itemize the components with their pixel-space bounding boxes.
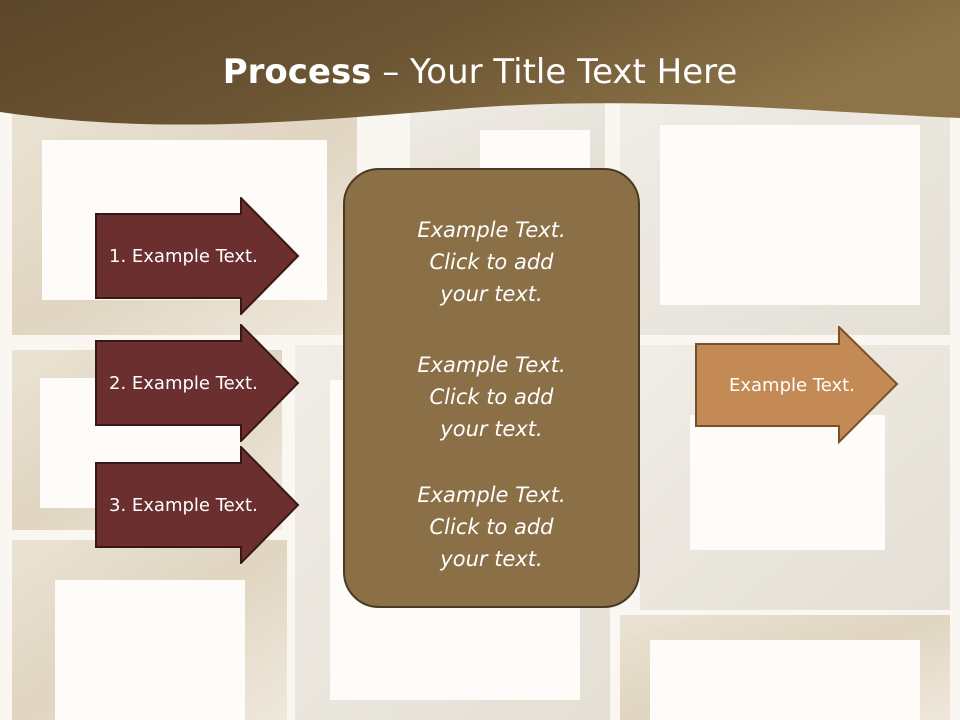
center-item-line: Click to add — [429, 515, 554, 539]
center-item-2: Example Text. Click to add your text. — [345, 349, 638, 445]
center-item-line: your text. — [440, 547, 543, 571]
center-item-line: Example Text. — [417, 218, 566, 242]
arrow-shape — [95, 446, 300, 564]
center-process-box: Example Text. Click to add your text. Ex… — [343, 168, 640, 608]
center-item-line: Click to add — [429, 250, 554, 274]
step-label: 3. Example Text. — [109, 494, 258, 516]
arrow-shape — [695, 326, 899, 444]
title-rest: – Your Title Text Here — [371, 52, 738, 92]
arrow-shape — [95, 324, 300, 442]
title-band — [0, 0, 960, 125]
center-item-3: Example Text. Click to add your text. — [345, 479, 638, 575]
center-item-line: your text. — [440, 282, 543, 306]
slide-title: Process – Your Title Text Here — [0, 52, 960, 92]
step-arrow-1: 1. Example Text. — [95, 197, 300, 315]
center-item-line: Example Text. — [417, 353, 566, 377]
result-label: Example Text. — [729, 374, 855, 396]
center-item-line: your text. — [440, 417, 543, 441]
arrow-shape — [95, 197, 300, 315]
center-item-line: Example Text. — [417, 483, 566, 507]
step-arrow-3: 3. Example Text. — [95, 446, 300, 564]
center-item-1: Example Text. Click to add your text. — [345, 214, 638, 310]
step-arrow-2: 2. Example Text. — [95, 324, 300, 442]
step-label: 1. Example Text. — [109, 245, 258, 267]
center-item-line: Click to add — [429, 385, 554, 409]
step-label: 2. Example Text. — [109, 372, 258, 394]
result-arrow: Example Text. — [695, 326, 900, 444]
title-bold: Process — [222, 52, 372, 92]
